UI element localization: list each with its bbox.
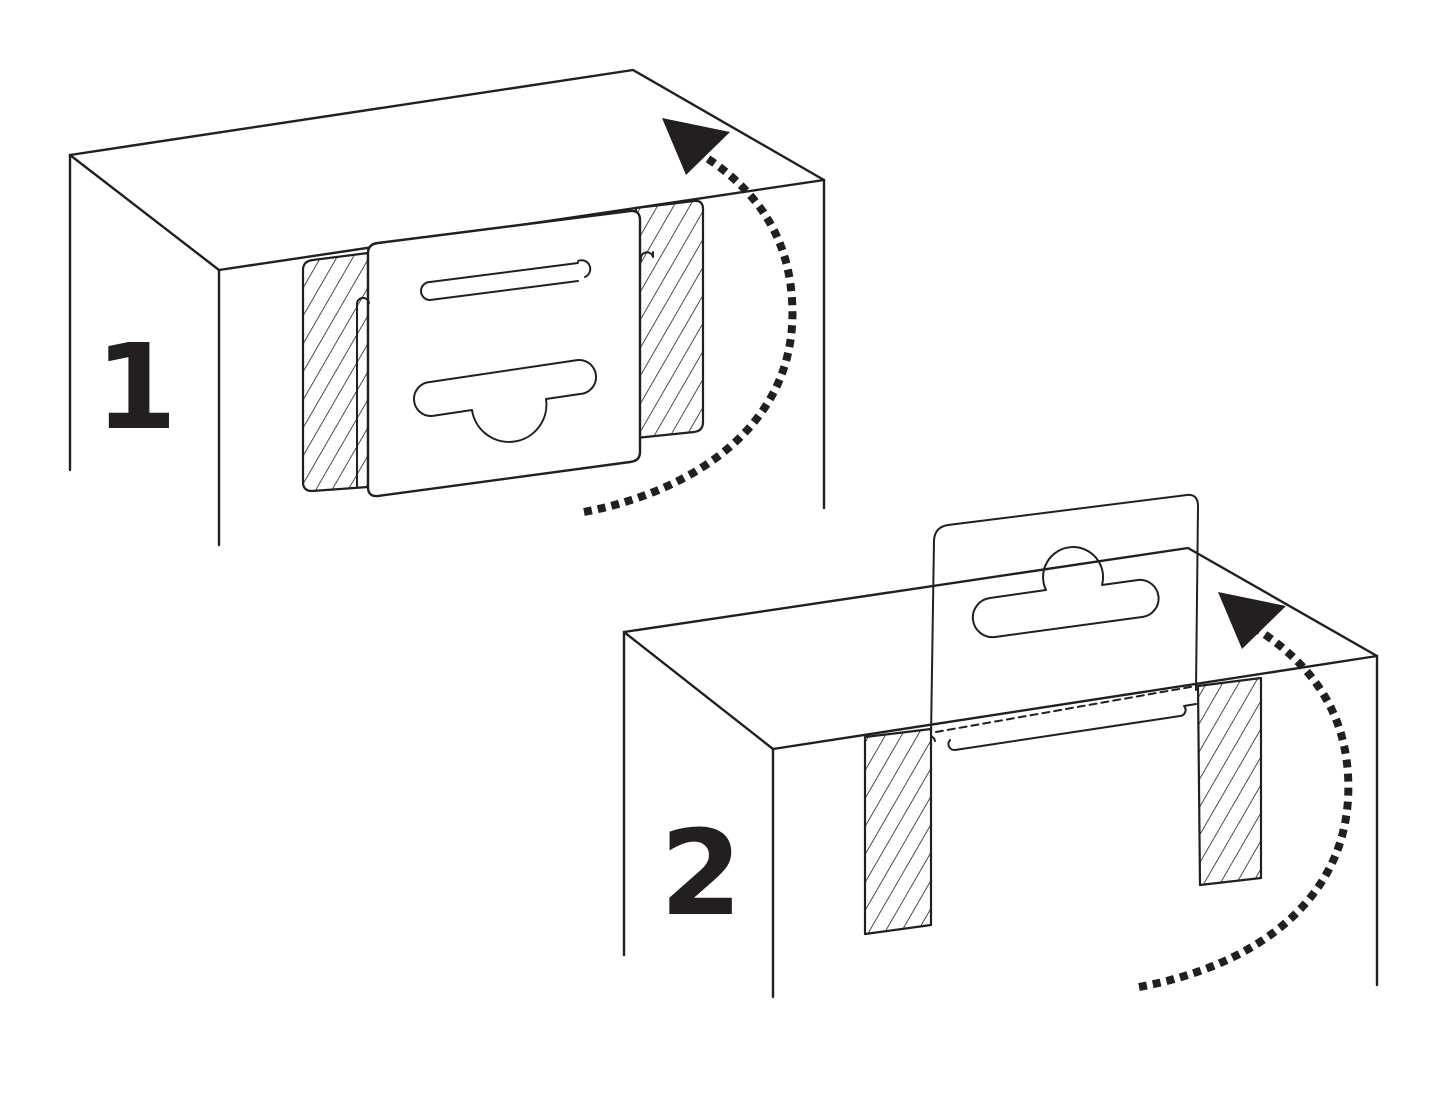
step-2-box xyxy=(622,546,1379,999)
step-2-hang-tab xyxy=(917,493,1218,753)
step-1-adhesive-strip-right xyxy=(634,199,705,440)
step-1-fold-arrow xyxy=(583,118,797,516)
step-2-adhesive-strip-left xyxy=(863,727,933,936)
step-1-hang-tab xyxy=(355,209,654,498)
step-2-adhesive-strip-right xyxy=(1196,676,1263,887)
step-1-box xyxy=(68,68,826,547)
step-1-adhesive-strip-left xyxy=(301,251,370,493)
step-2-fold-arrow xyxy=(1138,592,1353,991)
step-1-group: 1 xyxy=(68,68,826,547)
step-2-group: 2 xyxy=(622,493,1379,999)
step-1-number: 1 xyxy=(95,318,177,456)
step-2-number: 2 xyxy=(660,804,742,942)
